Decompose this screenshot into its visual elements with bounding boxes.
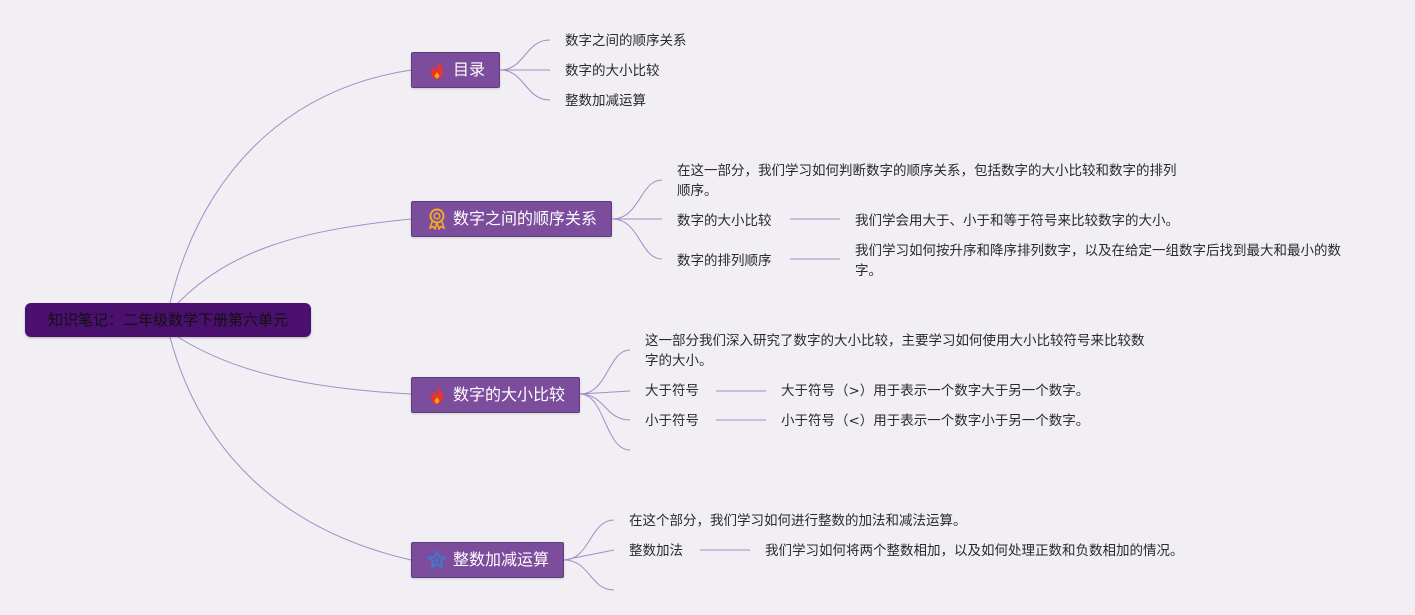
order-item[interactable]: 数字的排列顺序 [677, 253, 772, 269]
topic-order[interactable]: 数字之间的顺序关系 [411, 201, 612, 237]
topic-toc[interactable]: 目录 [411, 52, 500, 88]
arith-item[interactable]: 整数加法 [629, 543, 683, 559]
arith-summary[interactable]: 在这个部分，我们学习如何进行整数的加法和减法运算。 [629, 513, 967, 529]
connector-order-1 [611, 179, 663, 220]
connector-arith-3 [563, 559, 615, 591]
compare-item-detail[interactable]: 小于符号（<）用于表示一个数字小于另一个数字。 [781, 413, 1090, 429]
connector-compare-1 [579, 349, 631, 395]
connector-root-arith [169, 336, 412, 561]
order-summary[interactable]: 在这一部分，我们学习如何判断数字的顺序关系，包括数字的大小比较和数字的排列顺序。 [677, 163, 1177, 199]
topic-compare[interactable]: 数字的大小比较 [411, 377, 580, 413]
connector-arith-1 [563, 519, 615, 561]
compare-item[interactable]: 小于符号 [645, 413, 699, 429]
compare-summary[interactable]: 这一部分我们深入研究了数字的大小比较，主要学习如何使用大小比较符号来比较数字的大… [645, 333, 1145, 369]
order-item[interactable]: 数字的大小比较 [677, 213, 772, 229]
fire-icon [426, 59, 448, 81]
compare-item[interactable]: 大于符号 [645, 383, 699, 399]
connector-toc-1 [499, 39, 551, 71]
award-medal-icon [426, 208, 448, 230]
connector-toc-3 [499, 69, 551, 101]
connector-compare-3 [579, 393, 631, 421]
connector-compare-2 [579, 390, 631, 395]
arith-item-detail[interactable]: 我们学习如何将两个整数相加，以及如何处理正数和负数相加的情况。 [765, 543, 1184, 559]
connector-root-compare [177, 336, 412, 395]
connector-root-order [177, 218, 412, 304]
root-topic[interactable]: 知识笔记：二年级数学下册第六单元 [25, 303, 311, 337]
topic-arith-label: 整数加减运算 [453, 550, 550, 569]
order-item-detail[interactable]: 我们学会用大于、小于和等于符号来比较数字的大小。 [855, 213, 1179, 229]
compare-item-detail[interactable]: 大于符号（>）用于表示一个数字大于另一个数字。 [781, 383, 1090, 399]
topic-order-label: 数字之间的顺序关系 [453, 209, 598, 228]
topic-toc-label: 目录 [453, 60, 486, 79]
star-icon [426, 549, 448, 571]
connector-compare-4 [579, 393, 631, 451]
connector-arith-2 [563, 549, 615, 561]
toc-item[interactable]: 数字之间的顺序关系 [565, 33, 687, 49]
connector-root-toc [169, 69, 412, 304]
topic-compare-label: 数字的大小比较 [453, 385, 566, 404]
toc-item[interactable]: 整数加减运算 [565, 93, 646, 109]
fire-icon [426, 384, 448, 406]
toc-item[interactable]: 数字的大小比较 [565, 63, 660, 79]
connector-order-3 [611, 218, 663, 260]
topic-arith[interactable]: 整数加减运算 [411, 542, 564, 578]
order-item-detail[interactable]: 我们学习如何按升序和降序排列数字，以及在给定一组数字后找到最大和最小的数字。 [855, 243, 1341, 279]
root-topic-label: 知识笔记：二年级数学下册第六单元 [47, 311, 288, 329]
